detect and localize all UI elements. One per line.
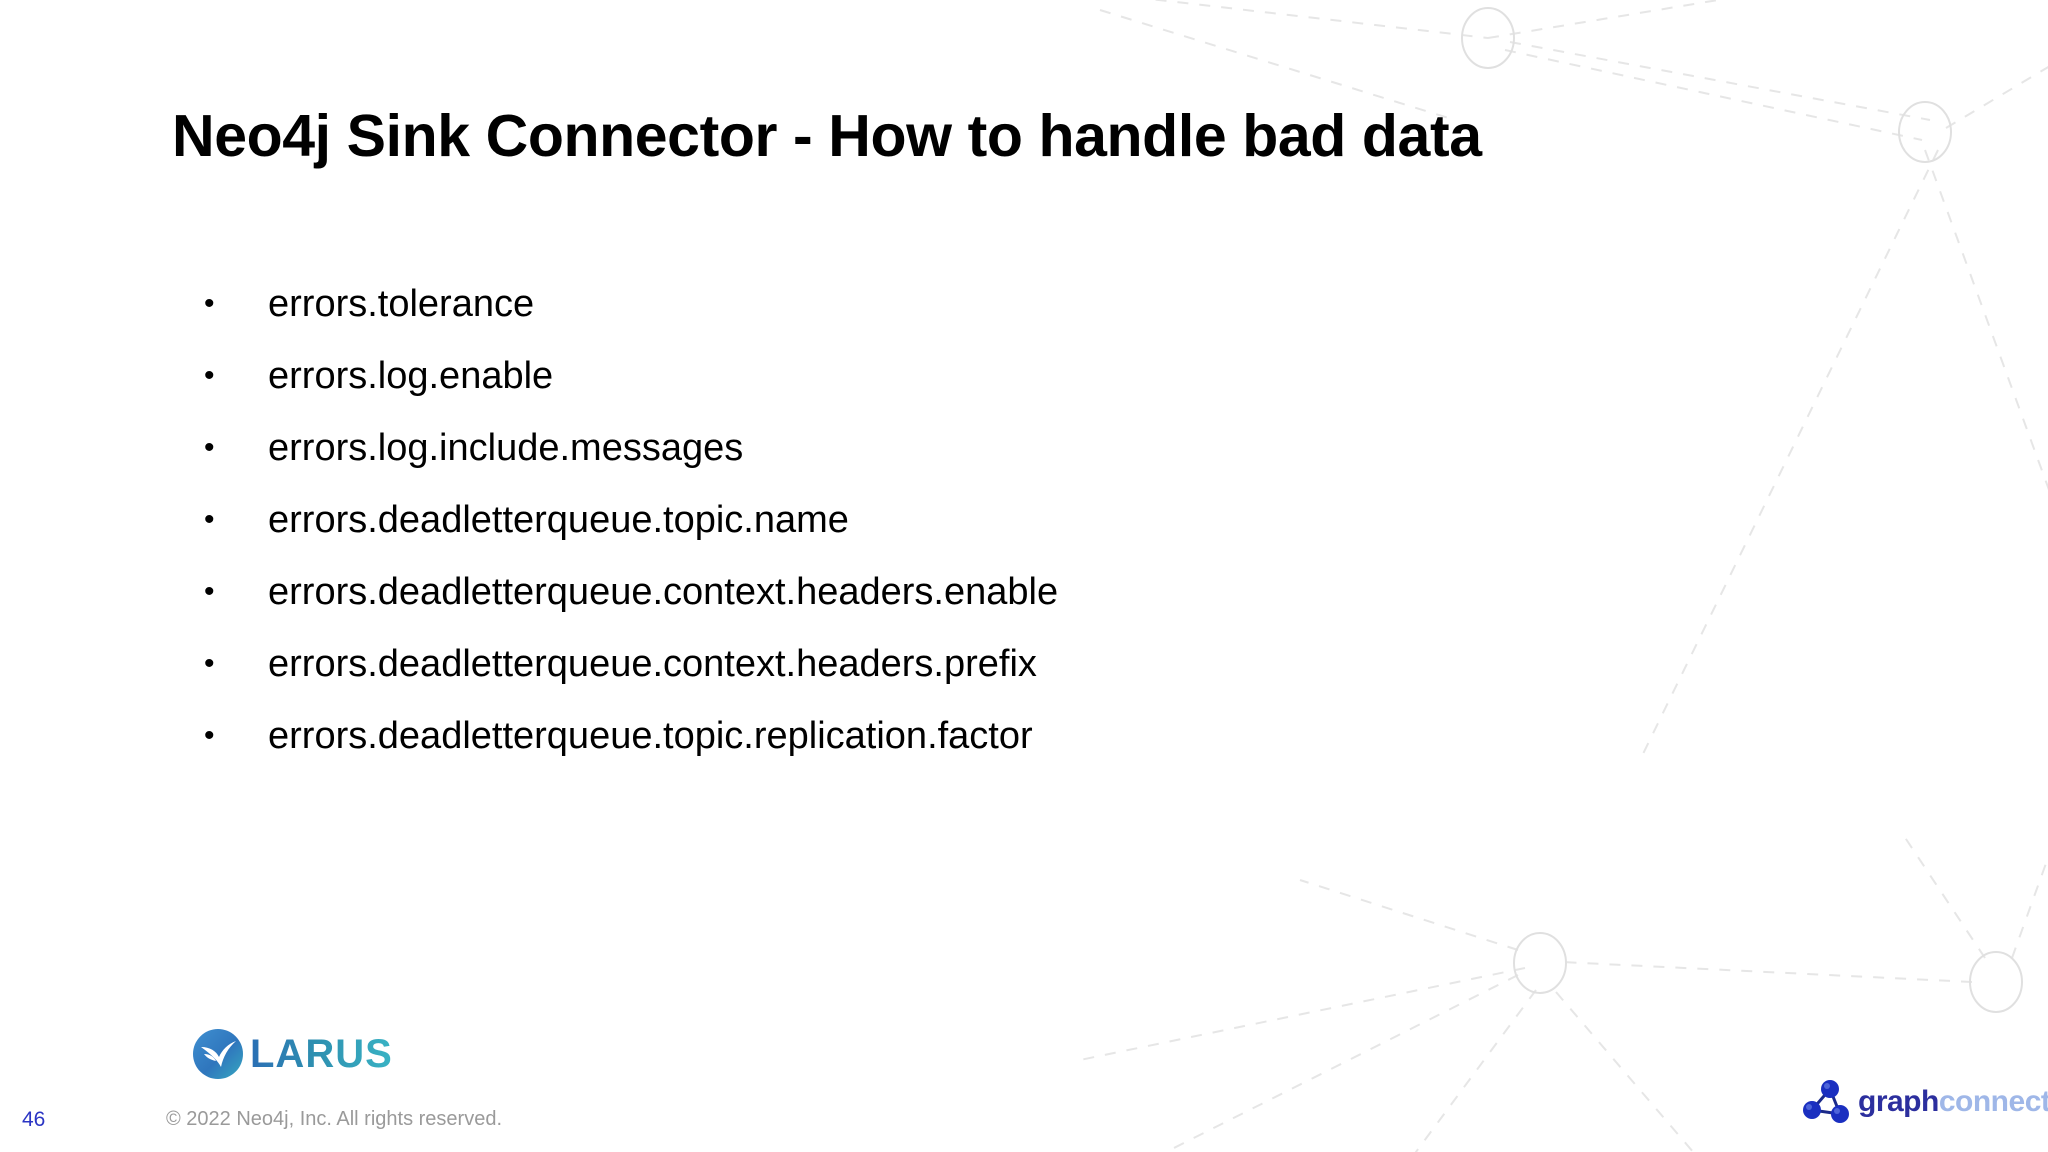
list-item-label: errors.deadletterqueue.topic.name	[268, 499, 849, 541]
list-item: • errors.deadletterqueue.context.headers…	[196, 628, 1058, 700]
bullet-point-icon: •	[204, 287, 215, 320]
list-item-label: errors.deadletterqueue.topic.replication…	[268, 715, 1033, 757]
list-item: • errors.log.enable	[196, 340, 1058, 412]
bullet-point-icon: •	[204, 575, 215, 608]
graphconnect-logo: graphconnect	[1800, 1078, 2048, 1126]
list-item-label: errors.tolerance	[268, 283, 535, 325]
graphconnect-graph-text: graph	[1858, 1085, 1939, 1118]
bullet-point-icon: •	[204, 719, 215, 752]
list-item: • errors.log.include.messages	[196, 412, 1058, 484]
list-item-label: errors.deadletterqueue.context.headers.e…	[268, 571, 1059, 613]
bullet-list: • errors.tolerance • errors.log.enable •…	[196, 268, 1058, 772]
list-item: • errors.tolerance	[196, 268, 1058, 340]
page-title: Neo4j Sink Connector - How to handle bad…	[172, 103, 1482, 169]
bullet-point-icon: •	[204, 647, 215, 680]
list-item-label: errors.log.enable	[268, 355, 554, 397]
list-item: • errors.deadletterqueue.context.headers…	[196, 556, 1058, 628]
list-item: • errors.deadletterqueue.topic.replicati…	[196, 700, 1058, 772]
larus-logo: LARUS	[192, 1028, 393, 1080]
bullet-point-icon: •	[204, 503, 215, 536]
list-item: • errors.deadletterqueue.topic.name	[196, 484, 1058, 556]
page-number: 46	[22, 1108, 46, 1131]
bullet-point-icon: •	[204, 359, 215, 392]
larus-bird-circle-icon	[193, 1029, 243, 1079]
graphconnect-wordmark: graphconnect	[1858, 1087, 2048, 1117]
list-item-label: errors.deadletterqueue.context.headers.p…	[268, 643, 1037, 685]
larus-wordmark: LARUS	[250, 1032, 393, 1076]
graphconnect-connect-text: connect	[1938, 1085, 2048, 1118]
bullet-point-icon: •	[204, 431, 215, 464]
list-item-label: errors.log.include.messages	[268, 427, 744, 469]
graph-nodes-triangle-icon	[1803, 1080, 1849, 1123]
copyright-notice: © 2022 Neo4j, Inc. All rights reserved.	[166, 1108, 503, 1130]
